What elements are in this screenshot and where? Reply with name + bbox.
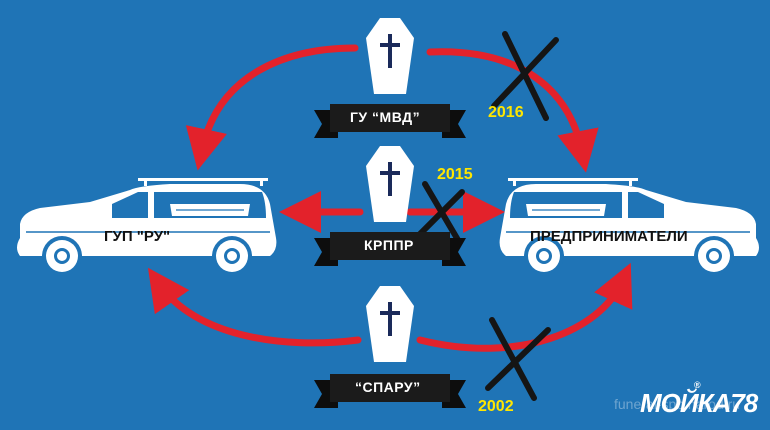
hearse-icon-right	[498, 177, 760, 277]
arrow-top-right	[426, 48, 599, 173]
arrow-top-left	[185, 44, 359, 171]
channel-label-top: ГУ “МВД”	[350, 109, 421, 125]
cross-mark-2002	[485, 317, 551, 401]
watermark-brand-mark: ®	[694, 380, 701, 390]
channel-year-bottom: 2002	[478, 398, 514, 415]
channel-year-middle: 2015	[437, 166, 473, 183]
cross-mark-2016	[491, 31, 559, 121]
cross-marks	[415, 31, 559, 401]
coffin-icon-top	[366, 18, 414, 94]
channel-year-top: 2016	[488, 104, 524, 121]
channel-label-middle: КРППР	[364, 237, 414, 253]
node-label-left: ГУП "РУ"	[104, 228, 171, 245]
node-label-right: ПРЕДПРИНИМАТЕЛИ	[530, 228, 688, 245]
channel-label-bottom: “СПАРУ”	[355, 379, 421, 395]
arrow-bottom-right	[416, 262, 633, 352]
coffin-icon-bottom	[366, 286, 414, 362]
arrow-bottom-left	[147, 267, 362, 347]
coffin-icon-middle	[366, 146, 414, 222]
watermark-site: funeral-spb.narod.ru	[614, 396, 741, 412]
watermark-brand: МОЙКА78	[640, 388, 758, 418]
arrows	[147, 44, 633, 352]
hearse-icon-left	[16, 177, 278, 277]
cross-mark-2015	[415, 181, 465, 243]
